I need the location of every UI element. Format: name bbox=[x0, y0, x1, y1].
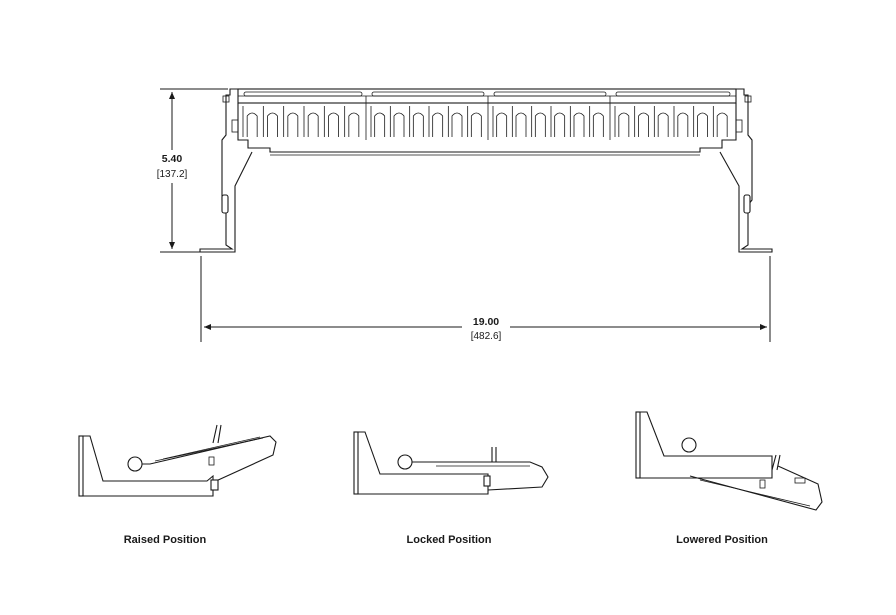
right-mounting-bracket bbox=[719, 88, 773, 253]
lowered-position-side-view bbox=[635, 411, 823, 511]
height-dimension: 5.40 [137.2] bbox=[157, 88, 228, 253]
cable-finger bbox=[573, 112, 585, 137]
cable-finger bbox=[534, 112, 546, 137]
cable-finger bbox=[592, 112, 604, 137]
width-inches: 19.00 bbox=[473, 316, 499, 328]
top-slot bbox=[493, 91, 607, 97]
cable-finger bbox=[677, 112, 689, 137]
cable-finger bbox=[393, 112, 405, 137]
height-inches: 5.40 bbox=[162, 153, 183, 165]
cable-finger bbox=[618, 112, 630, 137]
cable-finger bbox=[267, 112, 278, 137]
cable-finger bbox=[432, 112, 444, 137]
cable-finger bbox=[348, 112, 360, 137]
height-millimeters: [137.2] bbox=[157, 169, 188, 180]
cable-finger bbox=[657, 112, 669, 137]
cable-finger bbox=[451, 112, 463, 137]
cable-finger bbox=[374, 112, 386, 137]
width-millimeters: [482.6] bbox=[471, 331, 502, 342]
width-dimension: 19.00 [482.6] bbox=[200, 256, 771, 342]
top-slots bbox=[243, 91, 731, 97]
cable-finger bbox=[496, 112, 508, 137]
locked-position-side-view bbox=[353, 431, 549, 495]
cable-finger bbox=[412, 112, 424, 137]
left-mounting-bracket bbox=[199, 88, 253, 253]
cable-finger bbox=[307, 112, 319, 137]
cable-finger bbox=[287, 112, 299, 137]
top-slot bbox=[371, 91, 485, 97]
cable-finger bbox=[554, 112, 566, 137]
top-slot bbox=[615, 91, 731, 97]
cable-finger bbox=[716, 112, 728, 137]
cable-finger bbox=[328, 112, 339, 137]
cable-tie-fingers bbox=[242, 106, 728, 137]
cable-finger bbox=[470, 112, 482, 137]
raised-position-side-view bbox=[78, 424, 277, 497]
cable-finger bbox=[515, 112, 527, 137]
top-slot bbox=[243, 91, 363, 97]
locked-position-label: Locked Position bbox=[407, 534, 492, 546]
cable-finger bbox=[638, 112, 649, 137]
cable-finger bbox=[246, 112, 258, 137]
patch-panel-front-view bbox=[199, 88, 773, 253]
lowered-position-label: Lowered Position bbox=[676, 534, 768, 546]
cable-finger bbox=[697, 112, 708, 137]
raised-position-label: Raised Position bbox=[124, 534, 207, 546]
